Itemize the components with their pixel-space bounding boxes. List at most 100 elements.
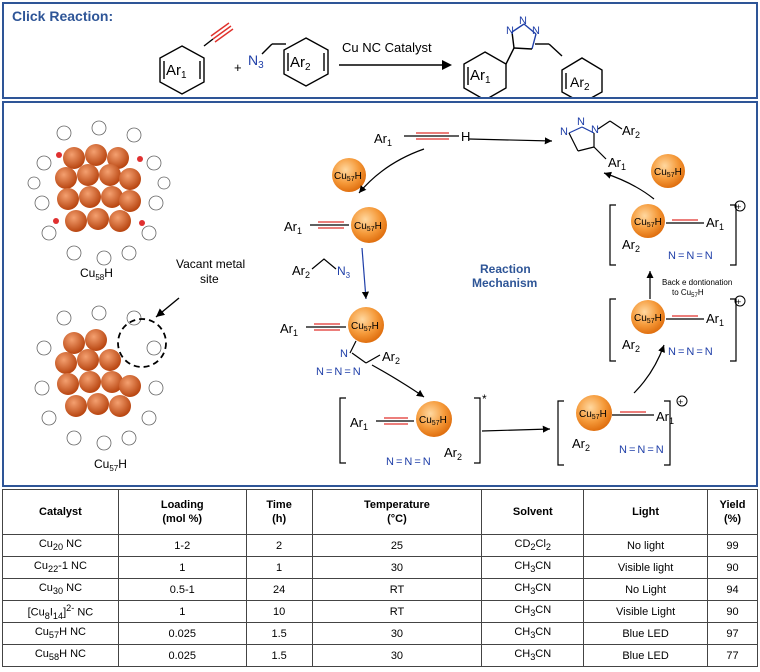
header-light: Light (583, 489, 708, 535)
cell-catalyst: [Cu8I14]2- NC (2, 600, 119, 623)
vacant-site-arrow (155, 297, 180, 318)
step2-n3-chain: N=N=N (316, 366, 361, 378)
cell-loading: 1 (117, 556, 247, 579)
cell-solvent: CH3CN (481, 578, 585, 601)
header-loading: Loading(mol %) (117, 489, 247, 535)
step5-ar2: Ar2 (622, 337, 640, 354)
cell-catalyst: Cu57H NC (2, 622, 119, 645)
cell-solvent: CH3CN (481, 600, 585, 623)
cell-time: 2 (245, 534, 313, 557)
cu57h-sphere-2-label: Cu57H (354, 221, 382, 233)
cell-light: No light (583, 534, 708, 557)
final-ar2: Ar2 (622, 123, 640, 140)
cell-yield: 90 (706, 600, 759, 623)
azide-ar2: Ar2 (292, 263, 310, 280)
cu57h-sphere-4-label: Cu57H (419, 415, 447, 427)
cu57h-sphere-4 (416, 401, 452, 437)
cu57h-sphere-3-label: Cu57H (351, 321, 379, 333)
cell-temperature: RT (311, 600, 483, 623)
final-n3: N (591, 124, 599, 136)
cell-solvent: CH3CN (481, 556, 585, 579)
back-donation-line2: to Cu57H (672, 288, 704, 299)
cu57h-sphere-5-label: Cu57H (579, 409, 607, 421)
cell-temperature: 30 (311, 644, 483, 667)
step1-ar1: Ar1 (284, 219, 302, 236)
final-n1: N (560, 126, 568, 138)
cell-loading: 0.025 (117, 622, 247, 645)
ar1-benzene (159, 45, 205, 95)
table-row: [Cu8I14]2- NC 1 10 RT CH3CN Visible Ligh… (2, 600, 759, 623)
cell-time: 10 (245, 600, 313, 623)
final-triazole (568, 120, 623, 160)
step2-triple (306, 323, 346, 331)
cu57h-sphere-5 (576, 395, 612, 431)
catalyst-table: Catalyst Loading(mol %) Time(h) Temperat… (2, 489, 759, 667)
straight-arrow-3 (481, 425, 551, 433)
triazole-n3: N (532, 25, 540, 37)
reaction-arrow (339, 60, 452, 70)
step6-charge (734, 200, 746, 212)
azide-n3: N3 (337, 264, 351, 280)
cell-loading: 0.025 (117, 644, 247, 667)
cell-solvent: CH3CN (481, 622, 585, 645)
step6-ar2: Ar2 (622, 237, 640, 254)
cell-catalyst: Cu22-1 NC (2, 556, 119, 579)
step5-charge (734, 295, 746, 307)
cell-yield: 94 (706, 578, 759, 601)
cell-catalyst: Cu30 NC (2, 578, 119, 601)
cell-light: Visible Light (583, 600, 708, 623)
ar2-label: Ar2 (290, 54, 311, 73)
mechanism-panel: Cu58H Vacant metal site Cu57H Reaction M… (2, 101, 758, 487)
catalyst-label: Cu NC Catalyst (342, 40, 432, 55)
cell-yield: 97 (706, 622, 759, 645)
triazole-ring (505, 23, 563, 65)
mechanism-title-1: Reaction (480, 262, 531, 276)
product-ar2-label: Ar2 (570, 74, 590, 93)
step6-ar1: Ar1 (706, 215, 724, 232)
cu57h-sphere-6-label: Cu57H (634, 313, 662, 325)
step4-ar2: Ar2 (572, 436, 590, 453)
header-time: Time(h) (245, 489, 313, 535)
header-solvent: Solvent (481, 489, 585, 535)
cell-time: 1 (245, 556, 313, 579)
vacant-label-2: site (200, 272, 219, 286)
cell-yield: 99 (706, 534, 759, 557)
step2-azide-bonds (349, 340, 381, 364)
cu57h-sphere-1-label: Cu57H (334, 171, 362, 183)
final-ar1: Ar1 (608, 155, 626, 172)
cell-light: Visible light (583, 556, 708, 579)
header-catalyst: Catalyst (2, 489, 119, 535)
cell-catalyst: Cu58H NC (2, 644, 119, 667)
cell-solvent: CH3CN (481, 644, 585, 667)
alkyne-bond (203, 22, 234, 47)
curved-arrow-1 (358, 148, 425, 194)
table-row: Cu30 NC 0.5-1 24 RT CH3CN No Light 94 (2, 578, 759, 601)
cu57h-sphere-7 (631, 204, 665, 238)
step1-triple (310, 221, 349, 229)
cell-time: 1.5 (245, 644, 313, 667)
step5-charge-sign: + (736, 297, 741, 307)
final-n2: N (577, 116, 585, 128)
cu57h-sphere-2 (351, 207, 387, 243)
curved-arrow-2 (371, 364, 425, 398)
step4-brackets (557, 400, 671, 466)
step4-charge (676, 395, 688, 407)
step2-ar1: Ar1 (280, 321, 298, 338)
cell-loading: 0.5-1 (117, 578, 247, 601)
cell-catalyst: Cu20 NC (2, 534, 119, 557)
step3-brackets (339, 397, 481, 464)
step3-ar1: Ar1 (350, 415, 368, 432)
panel-title: Click Reaction: (12, 8, 114, 24)
click-reaction-panel: Click Reaction: Ar1 + N3 Ar2 Cu NC Ca (2, 2, 758, 99)
table-row: Cu57H NC 0.025 1.5 30 CH3CN Blue LED 97 (2, 622, 759, 645)
cu57h-cluster-image (34, 305, 164, 451)
vacant-site-marker (117, 318, 167, 368)
step2-ar2: Ar2 (382, 349, 400, 366)
cell-light: Blue LED (583, 644, 708, 667)
step6-brackets (609, 204, 737, 266)
step4-ar1: Ar1 (656, 409, 674, 426)
back-donation-line1: Back e dontionation (662, 278, 732, 287)
triazole-n1: N (506, 25, 514, 37)
alkyne-ar1: Ar1 (374, 131, 392, 148)
cell-light: No Light (583, 578, 708, 601)
